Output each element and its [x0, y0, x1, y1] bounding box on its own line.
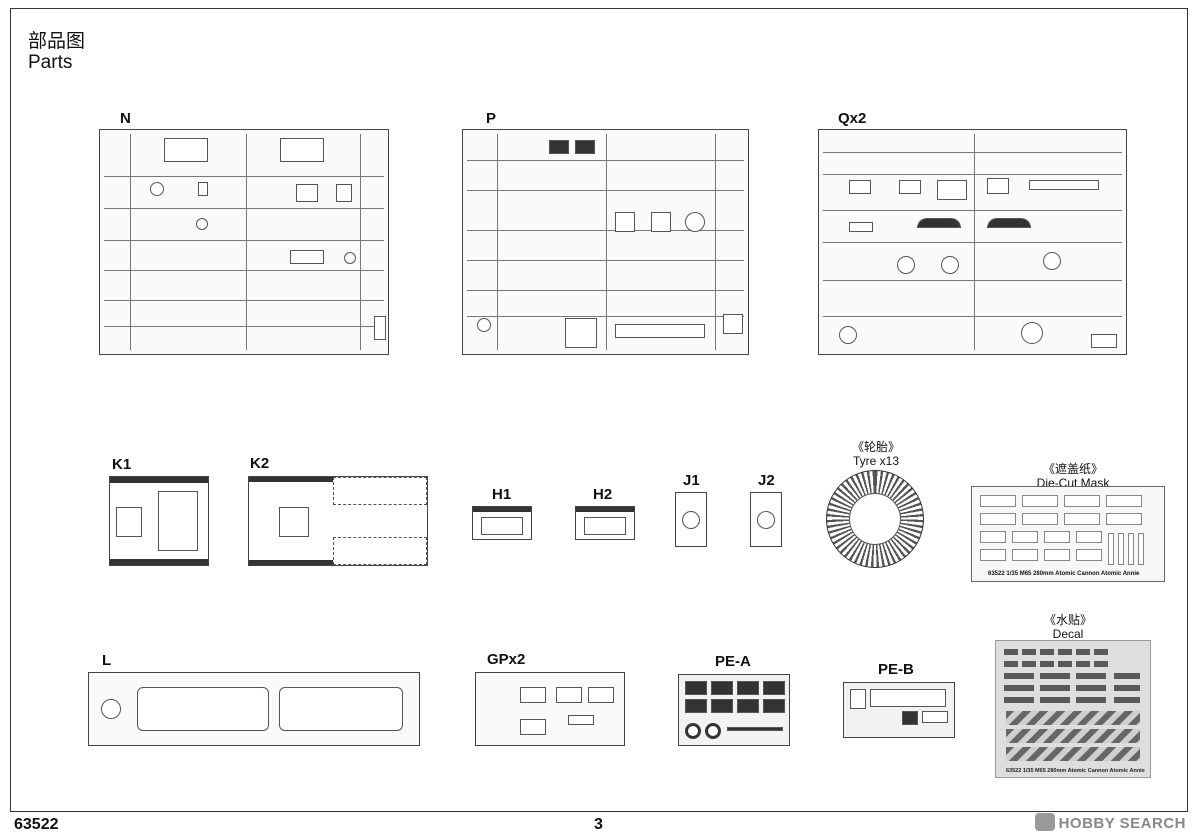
tyre-label: 《轮胎》 Tyre x13 [836, 440, 916, 468]
part-k1 [109, 476, 209, 566]
product-code: 63522 [14, 816, 59, 833]
decal-label-en: Decal [1052, 627, 1084, 641]
part-j1 [675, 492, 707, 547]
page-frame [10, 8, 1188, 812]
sprue-label-n: N [120, 110, 131, 127]
sprue-l [88, 672, 420, 746]
sprue-label-p: P [486, 110, 497, 127]
part-label-j1: J1 [683, 472, 700, 489]
hobby-search-logo-icon [1034, 813, 1055, 831]
part-h1 [472, 506, 532, 540]
decal-label: 《水贴》 Decal [1018, 613, 1118, 641]
sprue-label-l: L [102, 652, 112, 669]
page-number: 3 [594, 816, 603, 833]
sprue-label-q: Qx2 [838, 110, 867, 127]
mask-label-zh: 《遮盖纸》 [1042, 462, 1103, 476]
watermark-text: HOBBY SEARCH [1058, 815, 1186, 832]
part-label-h1: H1 [492, 486, 512, 503]
part-label-h2: H2 [593, 486, 613, 503]
part-h2 [575, 506, 635, 540]
die-cut-mask-sheet: 63522 1/35 M65 280mm Atomic Cannon Atomi… [971, 486, 1165, 582]
pe-label-a: PE-A [715, 653, 751, 670]
decal-label-zh: 《水贴》 [1043, 613, 1092, 627]
tyre-count: x13 [879, 454, 900, 468]
mask-sheet-text: 63522 1/35 M65 280mm Atomic Cannon Atomi… [988, 571, 1140, 577]
decal-sheet-text: 63522 1/35 M65 280mm Atomic Cannon Atomi… [1006, 768, 1145, 774]
tyre-label-zh: 《轮胎》 [851, 440, 900, 454]
pe-sheet-b [843, 682, 955, 738]
decal-sheet: 63522 1/35 M65 280mm Atomic Cannon Atomi… [995, 640, 1151, 778]
title-en: Parts [28, 52, 73, 73]
part-label-k2: K2 [250, 455, 270, 472]
pe-label-b: PE-B [878, 661, 914, 678]
part-j2 [750, 492, 782, 547]
sprue-q [818, 129, 1127, 355]
tyre-label-en: Tyre [852, 454, 877, 468]
tyre-drawing [826, 470, 924, 568]
title-zh: 部品图 [28, 30, 86, 52]
sprue-label-gp: GPx2 [487, 651, 526, 668]
page-header: 部品图 Parts [28, 30, 85, 74]
pe-sheet-a [678, 674, 790, 746]
watermark: HOBBY SEARCH [1034, 813, 1186, 832]
sprue-n [99, 129, 389, 355]
sprue-p [462, 129, 749, 355]
part-label-j2: J2 [758, 472, 775, 489]
part-k2 [248, 476, 428, 566]
sprue-gp [475, 672, 625, 746]
part-label-k1: K1 [112, 456, 132, 473]
